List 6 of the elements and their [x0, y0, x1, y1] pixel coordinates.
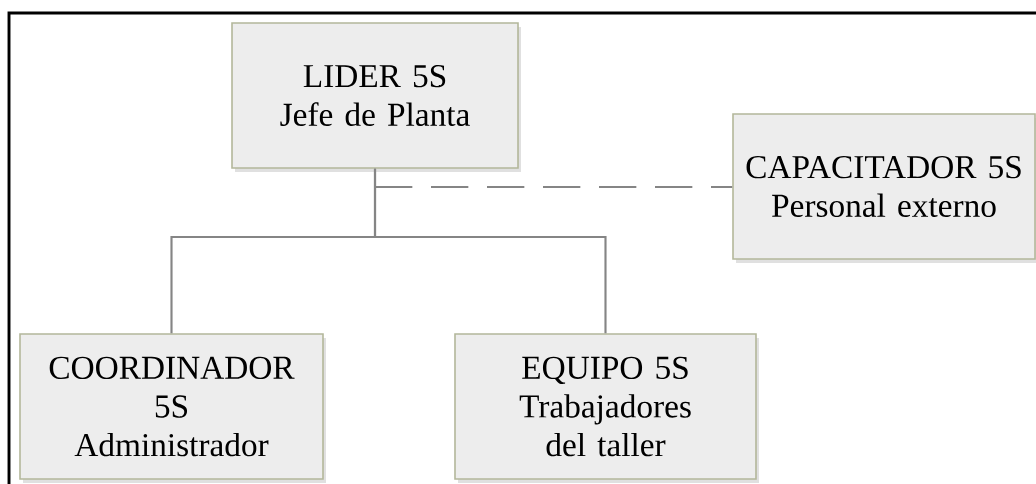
- connector: [375, 185, 733, 189]
- org-box: CAPACITADOR 5S Personal externo: [732, 113, 1036, 260]
- org-box: EQUIPO 5S Trabajadores del taller: [454, 333, 757, 480]
- org-box: LIDER 5S Jefe de Planta: [231, 22, 519, 169]
- connector: [373, 168, 607, 334]
- org-box: COORDINADOR 5S Administrador: [19, 333, 324, 480]
